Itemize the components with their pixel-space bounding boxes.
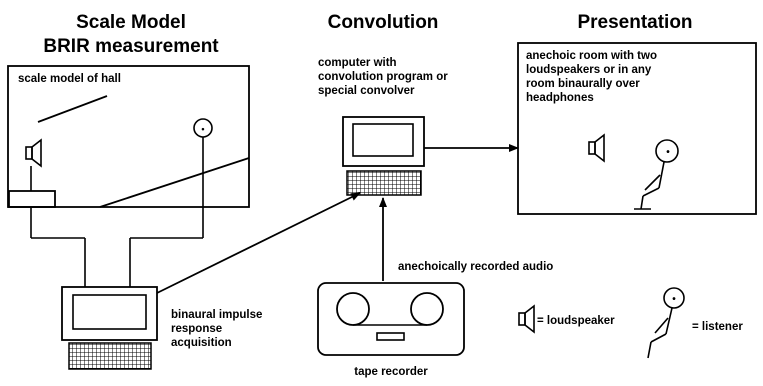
- convolution-computer-icon: [342, 116, 425, 196]
- hall-stage-block: [8, 190, 56, 208]
- scale-model-hall: scale model of hall •: [7, 65, 250, 208]
- tape-recorder-icon: [317, 282, 465, 356]
- room-label-line4: headphones: [526, 92, 594, 104]
- heading-scale-model: Scale Model: [76, 12, 186, 33]
- svg-text:•: •: [666, 147, 670, 158]
- room-label-line3: room binaurally over: [526, 78, 640, 90]
- acquisition-computer-icon: [61, 286, 158, 370]
- hall-ceiling-line: [37, 95, 108, 123]
- legend-listener-label: = listener: [692, 321, 743, 333]
- heading-brir-measurement: BRIR measurement: [43, 36, 219, 57]
- arrow-acquisition-to-convolution: [156, 192, 361, 294]
- acquisition-label-line3: acquisition: [171, 337, 232, 349]
- heading-presentation: Presentation: [577, 12, 692, 33]
- acquisition-label-line1: binaural impulse: [171, 309, 262, 321]
- legend-loudspeaker-icon: [518, 304, 535, 334]
- room-listener-icon: •: [634, 139, 679, 210]
- room-loudspeaker-icon: [588, 133, 605, 163]
- hall-floor-slope: [99, 157, 250, 208]
- hall-dummy-head-icon: •: [193, 118, 213, 207]
- computer-label-line3: special convolver: [318, 85, 415, 97]
- acquisition-label-line2: response: [171, 323, 222, 335]
- anechoic-audio-label: anechoically recorded audio: [398, 261, 553, 273]
- svg-text:•: •: [672, 294, 676, 305]
- computer-label-line1: computer with: [318, 57, 397, 69]
- legend-listener: • = listener: [647, 287, 743, 359]
- scale-model-label: scale model of hall: [18, 73, 121, 85]
- legend-loudspeaker-label: = loudspeaker: [537, 315, 615, 327]
- room-label-line1: anechoic room with two: [526, 50, 657, 62]
- heading-convolution: Convolution: [328, 12, 439, 33]
- room-label-line2: loudspeakers or in any: [526, 64, 652, 76]
- computer-label-line2: convolution program or: [318, 71, 448, 83]
- hall-loudspeaker-icon: [25, 138, 42, 191]
- legend-listener-icon: •: [647, 287, 685, 359]
- legend-loudspeaker: = loudspeaker: [518, 304, 615, 334]
- presentation-room: anechoic room with two loudspeakers or i…: [517, 42, 757, 215]
- svg-text:•: •: [201, 124, 204, 134]
- tape-recorder-label: tape recorder: [354, 366, 428, 378]
- hall-to-acquisition-cables: [30, 207, 204, 292]
